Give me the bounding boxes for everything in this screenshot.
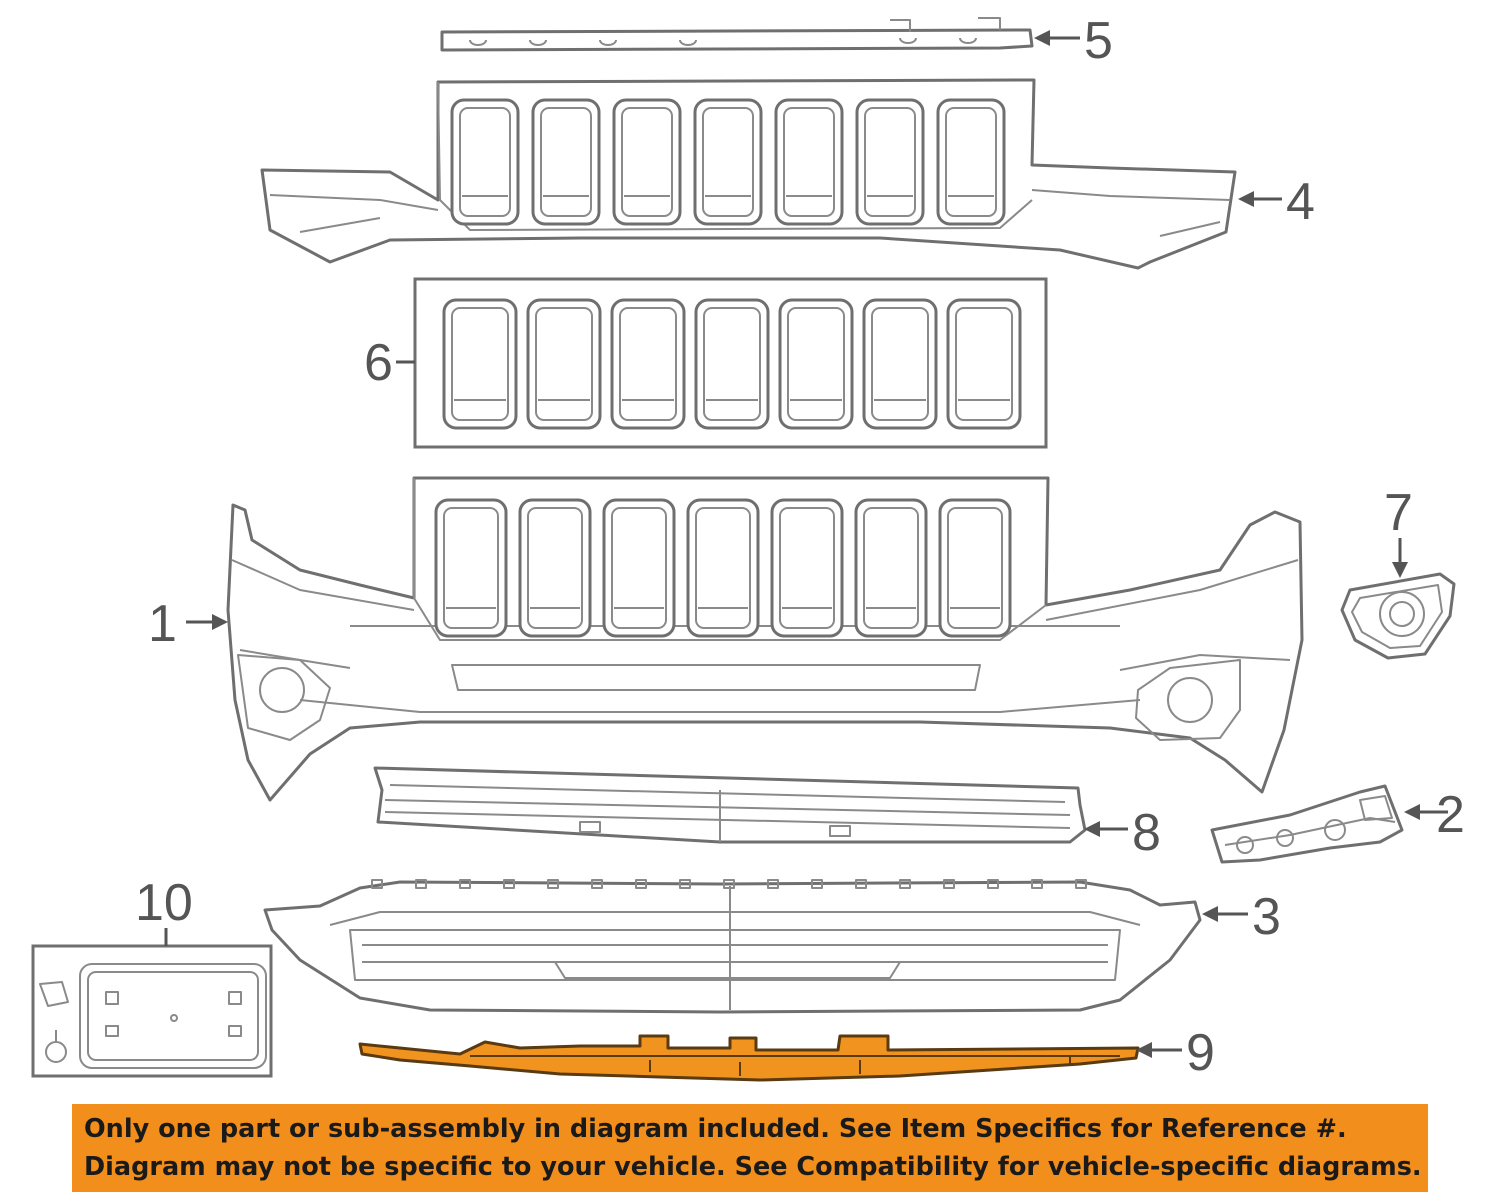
callout-9: 9 [1136,1024,1215,1082]
part-6-slot-inner-5 [787,307,845,421]
svg-text:6: 6 [364,334,393,392]
callout-1: 1 [148,595,228,653]
part-2-bracket [1210,784,1404,864]
part-7-fog-lamp-bezel [1340,572,1456,660]
part-6-slot-inner-3 [619,307,677,421]
part-3-tab-3 [459,879,471,889]
svg-text:4: 4 [1286,173,1315,231]
part-3-tab-13 [899,879,911,889]
part-3-tab-4 [503,879,515,889]
part-3-lower-valance [263,879,1202,1014]
part-4-slot-6 [855,98,925,226]
part-3-tab-16 [1031,879,1043,889]
part-4-slot-inner-5 [783,107,835,217]
part-1-slot-inner-4 [695,507,751,629]
svg-text:2: 2 [1436,786,1465,844]
part-3-tab-2 [415,879,427,889]
part-1-slot-7 [938,498,1012,638]
part-6-slot-inner-6 [871,307,929,421]
part-6-slot-5 [778,298,854,430]
part-3-tab-17 [1075,879,1087,889]
part-4-slot-1 [450,98,520,226]
part-3-tab-14 [943,879,955,889]
part-6-slot-inner-7 [955,307,1013,421]
part-5-upper-bracket [440,17,1034,52]
svg-text:8: 8 [1132,804,1161,862]
part-4-slot-inner-7 [945,107,997,217]
svg-text:9: 9 [1186,1024,1215,1082]
part-4-slot-5 [774,98,844,226]
part-10-license-plate-bracket [31,944,273,1078]
part-3-tab-6 [591,879,603,889]
part-1-slot-inner-1 [443,507,499,629]
part-4-slot-inner-6 [864,107,916,217]
part-6-slot-6 [862,298,938,430]
part-3-tab-9 [723,879,735,889]
part-4-slot-7 [936,98,1006,226]
part-3-tab-10 [767,879,779,889]
disclaimer-line-2: Diagram may not be specific to your vehi… [84,1152,1422,1182]
part-4-slot-inner-2 [540,107,592,217]
part-8-lower-grille [373,766,1087,844]
part-1-slot-1 [434,498,508,638]
part-1-slot-5 [770,498,844,638]
part-1-slot-inner-7 [947,507,1003,629]
part-1-slot-6 [854,498,928,638]
svg-text:1: 1 [148,595,177,653]
callout-7: 7 [1384,484,1413,578]
part-3-tab-12 [855,879,867,889]
part-4-slot-3 [612,98,682,226]
part-6-slot-4 [694,298,770,430]
callout-5: 5 [1034,12,1113,70]
part-6-slot-1 [442,298,518,430]
part-1-slot-3 [602,498,676,638]
part-6-slot-inner-1 [451,307,509,421]
part-6-grille-insert [413,277,1048,449]
part-1-slot-4 [686,498,760,638]
part-3-tab-8 [679,879,691,889]
part-6-slot-3 [610,298,686,430]
svg-text:3: 3 [1252,888,1281,946]
part-4-slot-inner-3 [621,107,673,217]
part-9-highlighted-part [358,1034,1140,1082]
part-4-grille-reinforcement [260,78,1237,270]
part-1-bumper-cover [226,476,1304,802]
callout-3: 3 [1202,888,1281,946]
svg-text:10: 10 [135,874,193,932]
part-4-slot-4 [693,98,763,226]
callout-2: 2 [1404,786,1465,844]
disclaimer-banner: Only one part or sub-assembly in diagram… [72,1104,1428,1192]
callout-8: 8 [1084,804,1161,862]
part-3-tab-5 [547,879,559,889]
part-1-slot-2 [518,498,592,638]
callout-4: 4 [1238,173,1315,231]
part-6-slot-inner-4 [703,307,761,421]
part-4-slot-2 [531,98,601,226]
part-1-slot-inner-3 [611,507,667,629]
part-4-slot-inner-1 [459,107,511,217]
part-6-slot-inner-2 [535,307,593,421]
part-1-slot-inner-2 [527,507,583,629]
callout-6: 6 [364,334,415,392]
svg-text:5: 5 [1084,12,1113,70]
part-1-slot-inner-5 [779,507,835,629]
part-3-tab-1 [371,879,383,889]
part-3-tab-15 [987,879,999,889]
part-1-slot-inner-6 [863,507,919,629]
part-4-slot-inner-4 [702,107,754,217]
part-3-tab-11 [811,879,823,889]
svg-text:7: 7 [1384,484,1413,542]
part-3-tab-7 [635,879,647,889]
disclaimer-line-1: Only one part or sub-assembly in diagram… [84,1114,1347,1144]
part-6-slot-2 [526,298,602,430]
part-6-slot-7 [946,298,1022,430]
callout-10: 10 [135,874,193,946]
